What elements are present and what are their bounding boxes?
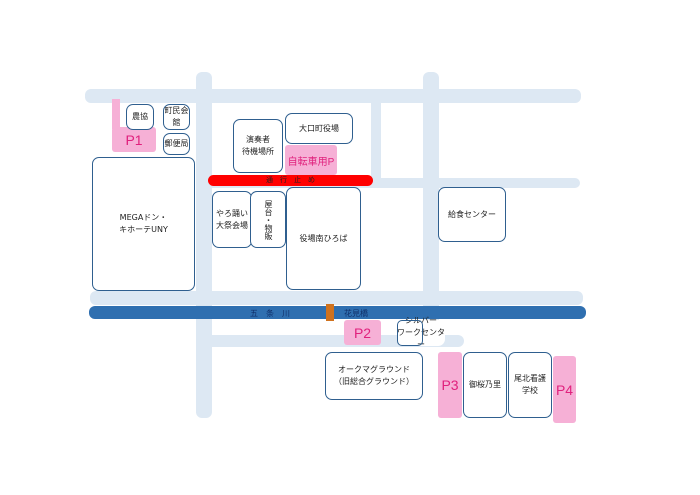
building-yagura: やろ踊い 大祭会場 (212, 191, 252, 248)
building-ookuchi-yakuba: 大口町役場 (285, 113, 353, 144)
building-gyoouji: 御桜乃里 (463, 352, 507, 418)
road-closure-bar: 通 行 止 め (208, 175, 373, 186)
building-school: 尾北看護 学校 (508, 352, 552, 418)
silver-outline (397, 320, 423, 346)
parking-bike: 自転車用P (285, 145, 337, 175)
building-yatai: 屋台・物販 (250, 191, 286, 248)
road-south (90, 291, 583, 305)
parking-p2: P2 (344, 320, 381, 345)
road-inner-h1 (200, 178, 580, 188)
river-gojo (89, 306, 586, 319)
road-mid-v (371, 97, 381, 185)
building-yatai-label: 屋台・物販 (264, 199, 273, 240)
building-noukyou: 農協 (126, 104, 154, 130)
building-oaku-ground: オークマグラウンド （旧総合グラウンド） (325, 352, 423, 400)
building-hiroba: 役場南ひろば (286, 187, 361, 290)
parking-p1: P1 (112, 127, 156, 152)
parking-p4: P4 (553, 356, 576, 423)
building-kyuushoku: 給食センター (438, 187, 506, 242)
building-ensousha: 演奏者 待機場所 (233, 119, 283, 173)
building-chouminkaikan: 町民会館 (163, 104, 190, 130)
building-mega-donki: MEGAドン・ キホーテUNY (92, 157, 195, 291)
road-closure-label: 通 行 止 め (266, 176, 315, 184)
river-label: 五 条 川 (250, 309, 290, 318)
bridge-marker (326, 304, 334, 321)
road-west-v (196, 72, 212, 418)
building-yuubinkyoku: 郵便局 (163, 133, 190, 155)
road-north (85, 89, 581, 103)
road-east-v (423, 72, 439, 342)
parking-p3: P3 (438, 352, 462, 418)
bridge-label: 花見橋 (344, 309, 368, 318)
parking-p1-strip (112, 99, 120, 129)
